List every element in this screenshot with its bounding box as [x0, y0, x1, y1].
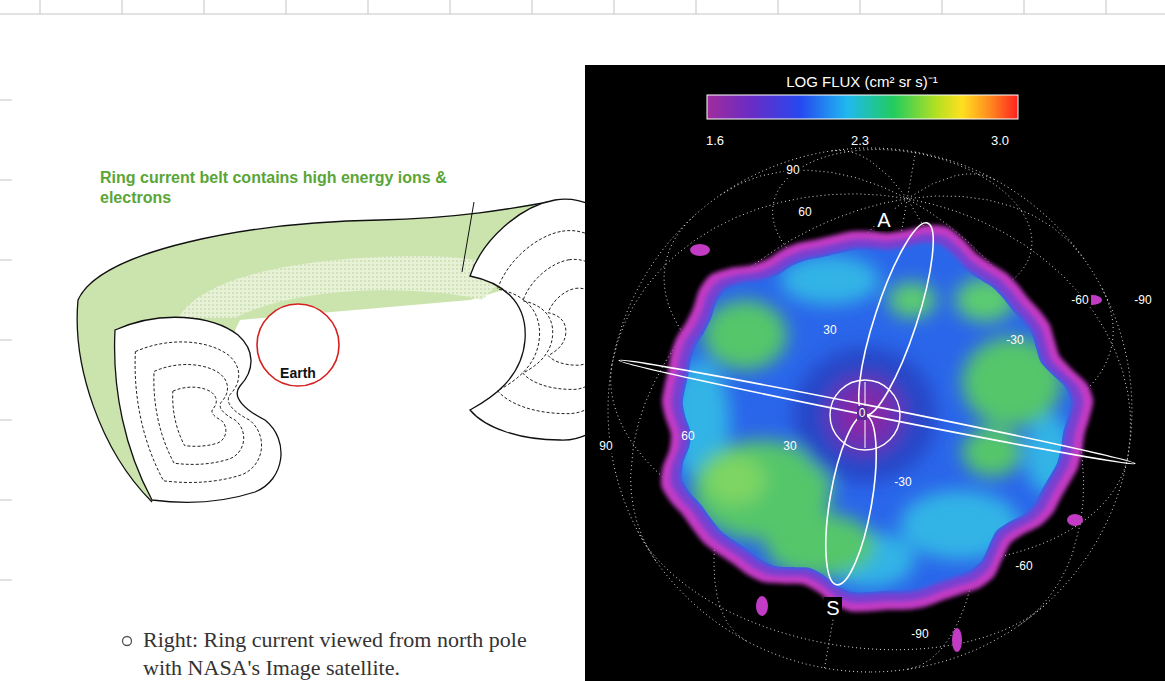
field-contour [173, 387, 226, 446]
panel-content [608, 95, 1136, 672]
grid-tick [0, 180, 12, 181]
grid-label: -60 [1069, 293, 1090, 307]
flux-spike [952, 628, 962, 652]
flux-patches-soft [670, 255, 1075, 588]
flux-patch [962, 337, 1062, 427]
grid-tick [614, 0, 615, 14]
colorbar-title: LOG FLUX (cm² sr s)⁻¹ [786, 71, 938, 91]
caption-text: Right: Ring current viewed from north po… [143, 626, 543, 681]
grid-label: -60 [1013, 559, 1034, 573]
grid-label: -30 [1004, 333, 1025, 347]
flux-spike [756, 596, 768, 616]
flux-patch [705, 455, 765, 505]
ring-current-diagram [77, 199, 645, 502]
grid-tick [696, 0, 697, 14]
flux-spike [1067, 514, 1083, 526]
grid-tick [942, 0, 943, 14]
field-contour [135, 342, 261, 483]
grid-label: 90 [597, 439, 614, 453]
grid-tick [0, 580, 12, 581]
colorbar [707, 95, 1018, 119]
node-label: Earth [280, 365, 316, 387]
flux-patch [780, 255, 880, 305]
annotation-label: Ring current belt contains high energy i… [100, 168, 490, 208]
grid-tick [450, 0, 451, 14]
grid-tick [1024, 0, 1025, 14]
grid-tick [368, 0, 369, 14]
colorbar-tick: 3.0 [991, 133, 1009, 148]
grid-tick [860, 0, 861, 14]
orbit-lines [618, 216, 1136, 588]
orbit-ellipse [618, 356, 1136, 469]
globe-outline [608, 148, 1132, 672]
bullet-symbol [123, 637, 132, 646]
flux-patch [888, 282, 936, 318]
flux-patches [670, 255, 1075, 588]
grid-tick [286, 0, 287, 14]
grid-label: -90 [909, 627, 930, 641]
grid-label: 60 [679, 429, 696, 443]
image-panel [585, 65, 1165, 681]
grid-tick [0, 420, 12, 421]
flux-region [661, 225, 1093, 612]
orbit-loop [816, 412, 886, 589]
flux-patch [955, 278, 1015, 322]
grid-tick [778, 0, 779, 14]
colorbar-tick: 2.3 [851, 133, 869, 148]
flux-patch [703, 300, 787, 370]
grid-tick [0, 260, 12, 261]
flux-region [670, 234, 1083, 603]
grid-label: 0 [857, 406, 868, 420]
grid-label: 90 [784, 163, 801, 177]
earth-disc [257, 304, 339, 386]
coordinate-grid [611, 150, 1131, 670]
orbit-loop [845, 216, 948, 421]
grid-line [0, 14, 1165, 15]
grid-tick [0, 500, 12, 501]
flux-patch [1025, 415, 1075, 495]
flux-patch [825, 375, 905, 455]
grid-label: 30 [821, 323, 838, 337]
colorbar-tick: 1.6 [706, 133, 724, 148]
grid-tick [0, 340, 12, 341]
direction-label: A [875, 209, 892, 231]
inner-belt [178, 256, 512, 318]
field-contour [154, 365, 244, 465]
grid-tick [532, 0, 533, 14]
grid-tick [204, 0, 205, 14]
field-line-cross-section [115, 317, 281, 502]
flux-patch [900, 490, 1020, 560]
grid-tick [40, 0, 41, 14]
direction-label: S [824, 597, 841, 619]
flux-spike [690, 244, 710, 256]
grid-label: 60 [796, 205, 813, 219]
grid-tick [1106, 0, 1107, 14]
leader-line [462, 202, 474, 272]
grid-tick [122, 0, 123, 14]
grid-label: 30 [781, 439, 798, 453]
grid-tick [0, 100, 12, 101]
grid-label: -30 [892, 475, 913, 489]
earth-circle: Earth [256, 303, 340, 387]
earth-outline [830, 380, 900, 450]
flux-region [680, 242, 1073, 594]
flux-patch [765, 513, 875, 577]
grid-label: -90 [1132, 293, 1153, 307]
